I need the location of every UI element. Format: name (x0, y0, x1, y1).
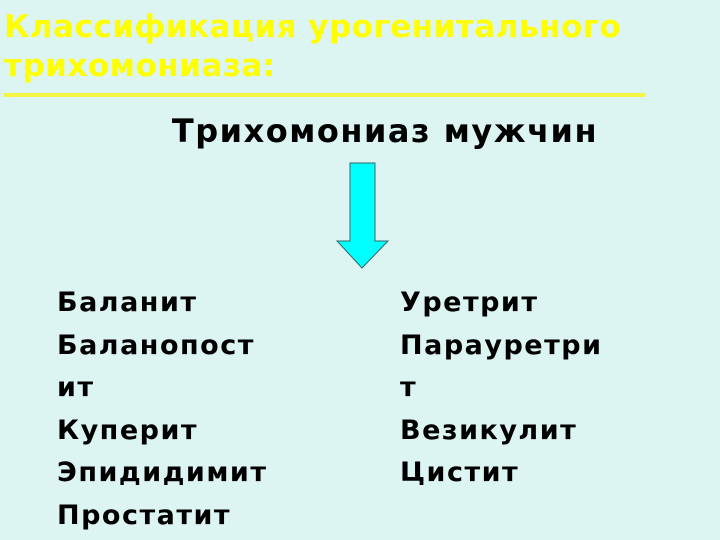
title-underline (4, 93, 646, 97)
slide-title-line-1: Классификация урогенитального (4, 9, 622, 45)
down-arrow-icon (336, 162, 390, 269)
right-column-list: Уретрит Парауретри т Везикулит Цистит (400, 282, 603, 495)
list-item: Цистит (400, 457, 520, 488)
list-item: Везикулит (400, 414, 578, 446)
slide-title-line-2: трихомониаза: (4, 48, 276, 84)
subtitle: Трихомониаз мужчин (171, 112, 599, 150)
list-item: Парауретри (400, 329, 603, 361)
list-item: ит (57, 372, 95, 403)
slide-title: Классификация урогенитального трихомониа… (4, 8, 621, 86)
list-item: Баланопост (57, 329, 255, 361)
list-item: Баланит (57, 287, 198, 318)
list-item: Эпидидимит (57, 457, 268, 488)
list-item: Уретрит (400, 287, 539, 318)
left-column-list: Баланит Баланопост ит Куперит Эпидидимит… (57, 282, 267, 537)
list-item: Простатит (57, 499, 232, 531)
list-item: т (400, 372, 418, 403)
list-item: Куперит (57, 414, 199, 446)
